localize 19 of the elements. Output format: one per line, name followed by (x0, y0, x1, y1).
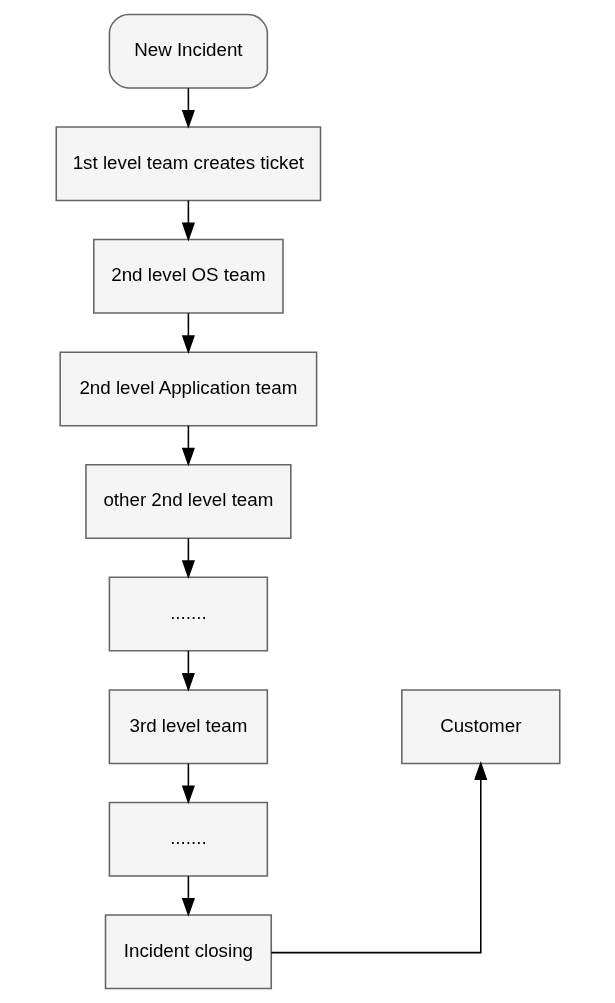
node-box: 1st level team creates ticket (54, 126, 321, 202)
arrow (181, 199, 195, 242)
node-box: Incident closing (104, 914, 272, 990)
node-box: 3rd level team (108, 689, 268, 765)
arrow (181, 87, 195, 129)
node-box: New Incident (108, 13, 268, 89)
arrow (181, 425, 195, 467)
node-box: other 2nd level team (84, 463, 292, 540)
arrow (181, 650, 195, 692)
node-box: 2nd level OS team (92, 238, 284, 314)
node-box: Customer (400, 689, 561, 765)
arrow (181, 312, 195, 354)
node-box: ....... (108, 576, 268, 652)
node-box: ....... (108, 801, 268, 877)
arrow (270, 761, 487, 954)
arrow (181, 537, 195, 580)
node-box: 2nd level Application team (58, 351, 317, 427)
arrow (181, 875, 195, 917)
arrow (181, 762, 195, 805)
